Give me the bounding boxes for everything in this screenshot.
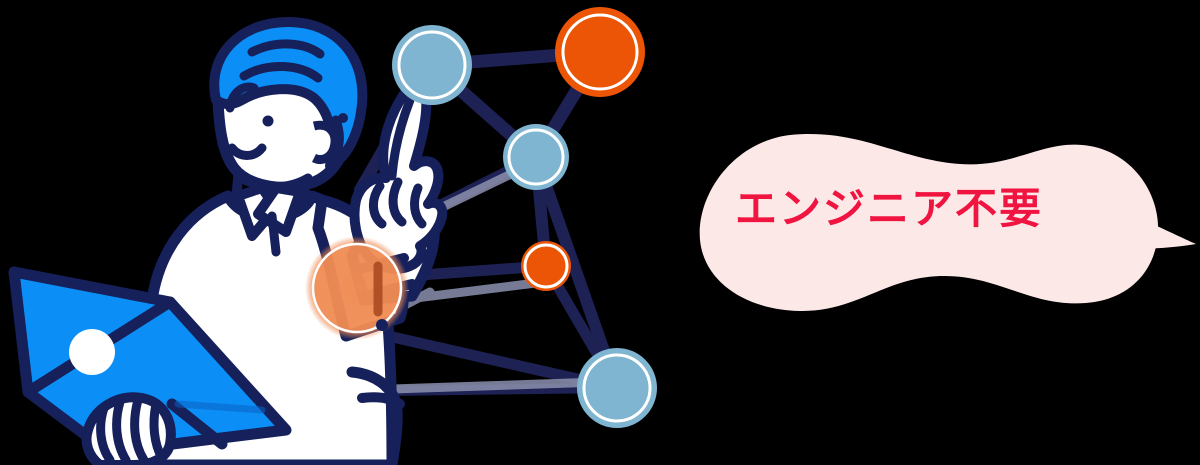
eye bbox=[262, 115, 274, 127]
network-node-top-right bbox=[555, 7, 645, 97]
finger-crease-2 bbox=[388, 177, 407, 227]
typing-finger-4 bbox=[149, 399, 167, 463]
network-node-middle bbox=[503, 124, 569, 190]
node-fill bbox=[503, 124, 569, 190]
hair-strand-2 bbox=[239, 62, 323, 83]
speech-bubble-tail-icon bbox=[1118, 210, 1196, 249]
shirt-placket bbox=[267, 211, 281, 257]
hair bbox=[209, 17, 368, 171]
network-node-top-left bbox=[392, 25, 472, 105]
accent-circle bbox=[305, 236, 409, 340]
network-edge-n3-n5 bbox=[530, 151, 623, 394]
laptop-logo-icon bbox=[69, 329, 115, 375]
finger-crease-1 bbox=[369, 181, 387, 229]
network-node-bottom bbox=[577, 348, 657, 428]
node-ring bbox=[523, 243, 569, 289]
speech-bubble-shape bbox=[699, 134, 1159, 312]
accent-circle-dot bbox=[376, 319, 388, 331]
mouth bbox=[227, 143, 267, 160]
network-node-small-orange bbox=[521, 241, 571, 291]
node-ring bbox=[582, 353, 652, 423]
node-fill bbox=[521, 241, 571, 291]
index-finger-line bbox=[387, 95, 415, 181]
body-right-inner bbox=[357, 392, 405, 409]
typing-finger-2 bbox=[112, 397, 131, 465]
node-fill bbox=[577, 348, 657, 428]
accent-circle-glow bbox=[305, 236, 409, 340]
laptop-hinge bbox=[166, 398, 228, 450]
eyebrow bbox=[225, 82, 259, 113]
node-ring bbox=[397, 30, 467, 100]
typing-finger-3 bbox=[130, 395, 149, 465]
speech-bubble-text: エンジニア不要 bbox=[735, 184, 1044, 233]
laptop-inner-edge bbox=[174, 400, 266, 414]
chin-line bbox=[233, 171, 313, 192]
accent-circle-ring bbox=[311, 242, 403, 334]
hair-strand-1 bbox=[247, 39, 325, 59]
typing-finger-1 bbox=[96, 403, 115, 465]
node-fill bbox=[392, 25, 472, 105]
node-ring bbox=[507, 128, 565, 186]
network-nodes bbox=[392, 7, 657, 428]
hair-dot bbox=[338, 113, 348, 123]
node-fill bbox=[555, 7, 645, 97]
node-ring bbox=[561, 13, 639, 91]
laptop bbox=[8, 266, 292, 465]
ear bbox=[311, 120, 340, 165]
speech-bubble bbox=[699, 134, 1196, 312]
finger-crease-3 bbox=[410, 183, 427, 229]
